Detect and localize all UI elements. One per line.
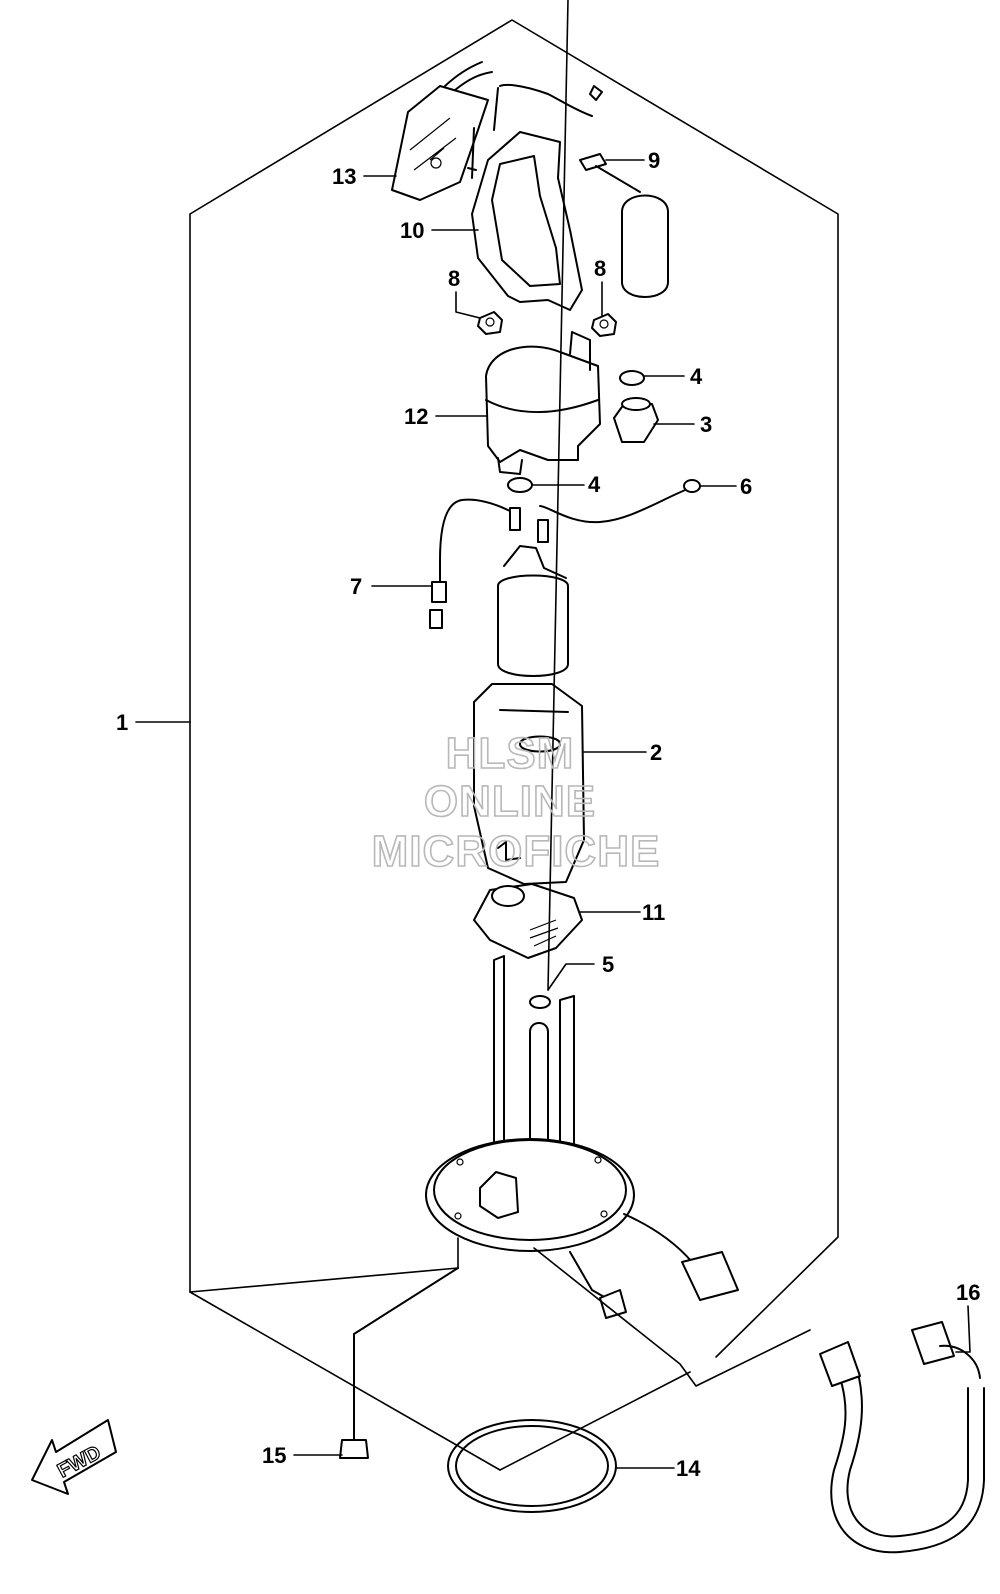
part-7-lead-wire bbox=[429, 498, 513, 629]
callout-3: 3 bbox=[700, 412, 712, 437]
fuel-pump-motor bbox=[497, 507, 569, 677]
part-8-bolt-right bbox=[591, 313, 617, 337]
part-3-regulator bbox=[613, 397, 659, 443]
watermark-line-3: MICROFICHE bbox=[372, 827, 661, 876]
callout-14: 14 bbox=[676, 1456, 701, 1481]
part-12-pump-cover bbox=[485, 331, 601, 475]
part-11-filter bbox=[473, 883, 583, 959]
part-6-ground-lead bbox=[539, 479, 701, 524]
watermark-line-1: HLSM bbox=[446, 729, 575, 778]
callout-10: 10 bbox=[400, 218, 424, 243]
part-13-connector-bracket bbox=[391, 61, 493, 201]
callout-16: 16 bbox=[956, 1280, 980, 1305]
callout-4-lower: 4 bbox=[588, 472, 601, 497]
callout-5: 5 bbox=[602, 952, 614, 977]
part-16-fuel-hose bbox=[819, 1321, 985, 1554]
callout-4-upper: 4 bbox=[690, 364, 703, 389]
callout-6: 6 bbox=[740, 474, 752, 499]
callout-8-right: 8 bbox=[594, 256, 606, 281]
callout-1: 1 bbox=[116, 710, 128, 735]
part-8-bolt-left bbox=[477, 311, 503, 335]
callout-13: 13 bbox=[332, 164, 356, 189]
part-4-o-ring-upper bbox=[619, 370, 645, 386]
pump-base-flange bbox=[425, 955, 739, 1319]
callout-12: 12 bbox=[404, 404, 428, 429]
callout-7: 7 bbox=[350, 574, 362, 599]
part-9-float bbox=[579, 153, 669, 298]
callout-9: 9 bbox=[648, 148, 660, 173]
callout-11: 11 bbox=[642, 900, 665, 925]
assembly-outline-dash bbox=[499, 1371, 691, 1471]
fwd-arrow-icon: FWD bbox=[31, 1419, 117, 1495]
callout-8-left: 8 bbox=[448, 266, 460, 291]
part-5-o-ring bbox=[529, 995, 551, 1009]
callout-15: 15 bbox=[262, 1443, 286, 1468]
part-4-o-ring-lower bbox=[507, 477, 533, 493]
watermark-line-2: ONLINE bbox=[424, 777, 596, 826]
part-14-gasket bbox=[447, 1419, 617, 1513]
part-10-pump-holder bbox=[467, 84, 603, 311]
hose-connector-line bbox=[533, 1247, 811, 1387]
part-15-bolt bbox=[339, 1267, 459, 1459]
assembly-outline bbox=[189, 19, 839, 1358]
callout-2: 2 bbox=[650, 740, 662, 765]
assembly-outline-dash-left bbox=[189, 1291, 501, 1471]
leader-lines bbox=[135, 0, 971, 1469]
part-2-pump-case bbox=[473, 683, 585, 885]
